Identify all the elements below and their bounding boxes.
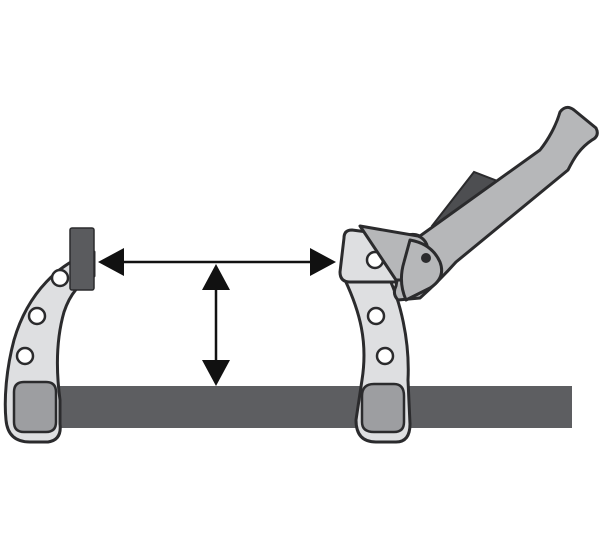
fixed-jaw-icon: [3, 227, 96, 444]
sliding-jaw-icon: [338, 228, 412, 444]
double-arrow-vertical-icon: [202, 264, 230, 386]
clamp-bar: [28, 386, 572, 428]
double-arrow-horizontal-icon: [98, 248, 336, 276]
fixed-jaw-pad: [69, 227, 95, 291]
lever-handle-icon: [358, 105, 599, 302]
